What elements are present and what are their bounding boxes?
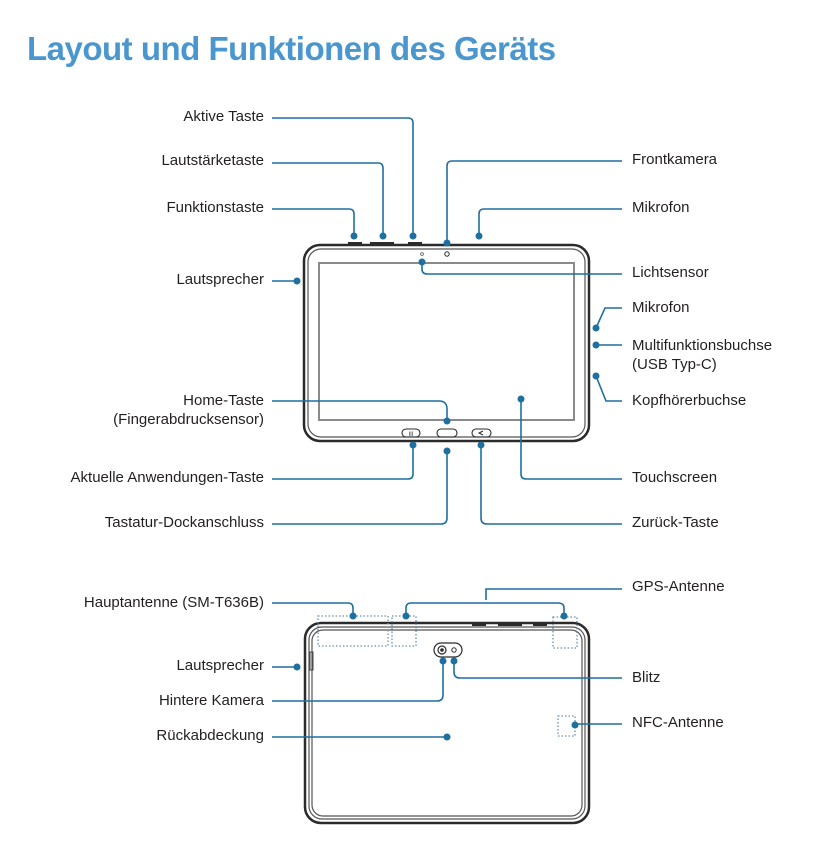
rear-camera-module — [433, 642, 463, 658]
callout-aktive-taste — [272, 117, 414, 236]
label-home-taste-sub: (Fingerabdrucksensor) — [113, 411, 264, 428]
label-mikrofon-top: Mikrofon — [632, 199, 690, 216]
callout-dot — [443, 447, 451, 455]
back-button-icon — [533, 623, 547, 626]
speaker-back-icon — [309, 651, 314, 671]
callout-dot — [409, 441, 417, 449]
label-frontkamera: Frontkamera — [632, 151, 718, 168]
back-button-icon — [472, 623, 486, 626]
back-chevron-icon — [477, 430, 484, 436]
label-aktuelle-anwendungen-taste: Aktuelle Anwendungen-Taste — [70, 469, 264, 486]
callout-zurueck-taste — [480, 445, 622, 525]
callout-gps-antenne — [485, 588, 622, 600]
function-key-icon — [348, 242, 362, 246]
callout-dot — [350, 232, 358, 240]
front-camera-icon — [444, 251, 450, 257]
rear-camera-lens — [440, 648, 444, 652]
callout-kopfhoererbuchse — [595, 375, 622, 402]
rear-camera-icon — [437, 645, 447, 655]
callout-funktionstaste — [272, 208, 355, 236]
callout-touchscreen — [520, 399, 622, 480]
label-multifunktionsbuchse: Multifunktionsbuchse — [632, 337, 773, 354]
label-home-taste: Home-Taste — [183, 392, 264, 409]
label-zurueck-taste: Zurück-Taste — [632, 514, 719, 531]
flash-icon — [451, 647, 457, 653]
callout-dot — [592, 372, 600, 380]
label-mikrofon-side: Mikrofon — [632, 299, 690, 316]
label-tastatur-dockanschluss: Tastatur-Dockanschluss — [104, 514, 264, 531]
callout-lichtsensor — [421, 262, 622, 275]
callout-tastatur-dock — [272, 451, 448, 525]
callout-dot — [475, 232, 483, 240]
callout-dot — [293, 277, 301, 285]
callout-dot — [443, 417, 451, 425]
callout-blitz — [453, 661, 622, 679]
callout-dot — [379, 232, 387, 240]
callout-dot — [450, 657, 458, 665]
back-key-icon — [471, 428, 492, 438]
label-nfc-antenne: NFC-Antenne — [632, 714, 724, 731]
label-lautsprecher: Lautsprecher — [176, 271, 264, 288]
label-touchscreen: Touchscreen — [632, 469, 718, 486]
callout-home-taste — [272, 400, 448, 421]
label-rueckabdeckung: Rückabdeckung — [156, 727, 264, 744]
callout-dot — [571, 721, 579, 729]
callout-aktuelle-anwendungen — [272, 445, 414, 480]
callout-dot — [560, 612, 568, 620]
back-callouts — [272, 588, 622, 741]
callout-mikrofon-top — [478, 208, 622, 236]
label-multifunktionsbuchse-sub: (USB Typ-C) — [632, 356, 717, 373]
label-lautsprecher-back: Lautsprecher — [176, 657, 264, 674]
callout-lautstaerketaste — [272, 162, 384, 236]
callout-dot — [349, 612, 357, 620]
label-kopfhoererbuchse: Kopfhörerbuchse — [632, 392, 747, 409]
callout-dot — [443, 239, 451, 247]
callout-dot — [402, 612, 410, 620]
back-device — [303, 615, 591, 825]
label-funktionstaste: Funktionstaste — [166, 199, 264, 216]
callout-dot — [418, 258, 426, 266]
callout-hintere-kamera — [272, 661, 444, 702]
label-lautstaerketaste: Lautstärketaste — [161, 152, 264, 169]
back-button-icon — [498, 623, 522, 626]
callout-gps-bracket — [405, 602, 565, 616]
front-callouts — [272, 117, 622, 525]
label-lichtsensor: Lichtsensor — [632, 264, 709, 281]
home-key-icon — [436, 428, 458, 438]
main-antenna-area — [317, 615, 389, 647]
back-device-outline — [303, 621, 591, 825]
label-hintere-kamera: Hintere Kamera — [158, 692, 264, 709]
label-aktive-taste: Aktive Taste — [183, 108, 264, 125]
callout-hauptantenne — [272, 602, 354, 616]
callout-mikrofon-side — [595, 307, 622, 329]
label-blitz: Blitz — [632, 669, 661, 686]
recent-apps-key-icon — [401, 428, 421, 438]
gps-antenna-area-right — [552, 616, 578, 649]
callout-dot — [439, 657, 447, 665]
callout-dot — [517, 395, 525, 403]
nfc-antenna-area — [557, 715, 576, 737]
callout-dot — [592, 341, 600, 349]
callout-frontkamera — [446, 160, 622, 243]
gps-antenna-area-left — [391, 615, 417, 647]
svg-text:III: III — [408, 432, 413, 438]
callout-dot — [477, 441, 485, 449]
touchscreen-area — [318, 262, 575, 421]
page-title: Layout und Funktionen des Geräts — [27, 30, 556, 67]
callout-dot — [592, 324, 600, 332]
callout-dot — [443, 733, 451, 741]
volume-key-icon — [370, 242, 394, 246]
back-device-inner2 — [311, 629, 583, 817]
active-key-icon — [408, 242, 422, 246]
label-hauptantenne: Hauptantenne (SM-T636B) — [83, 594, 264, 611]
back-device-inner — [308, 626, 586, 820]
callout-dot — [293, 663, 301, 671]
label-gps-antenne: GPS-Antenne — [632, 578, 725, 595]
callout-dot — [409, 232, 417, 240]
light-sensor-icon — [420, 252, 424, 256]
